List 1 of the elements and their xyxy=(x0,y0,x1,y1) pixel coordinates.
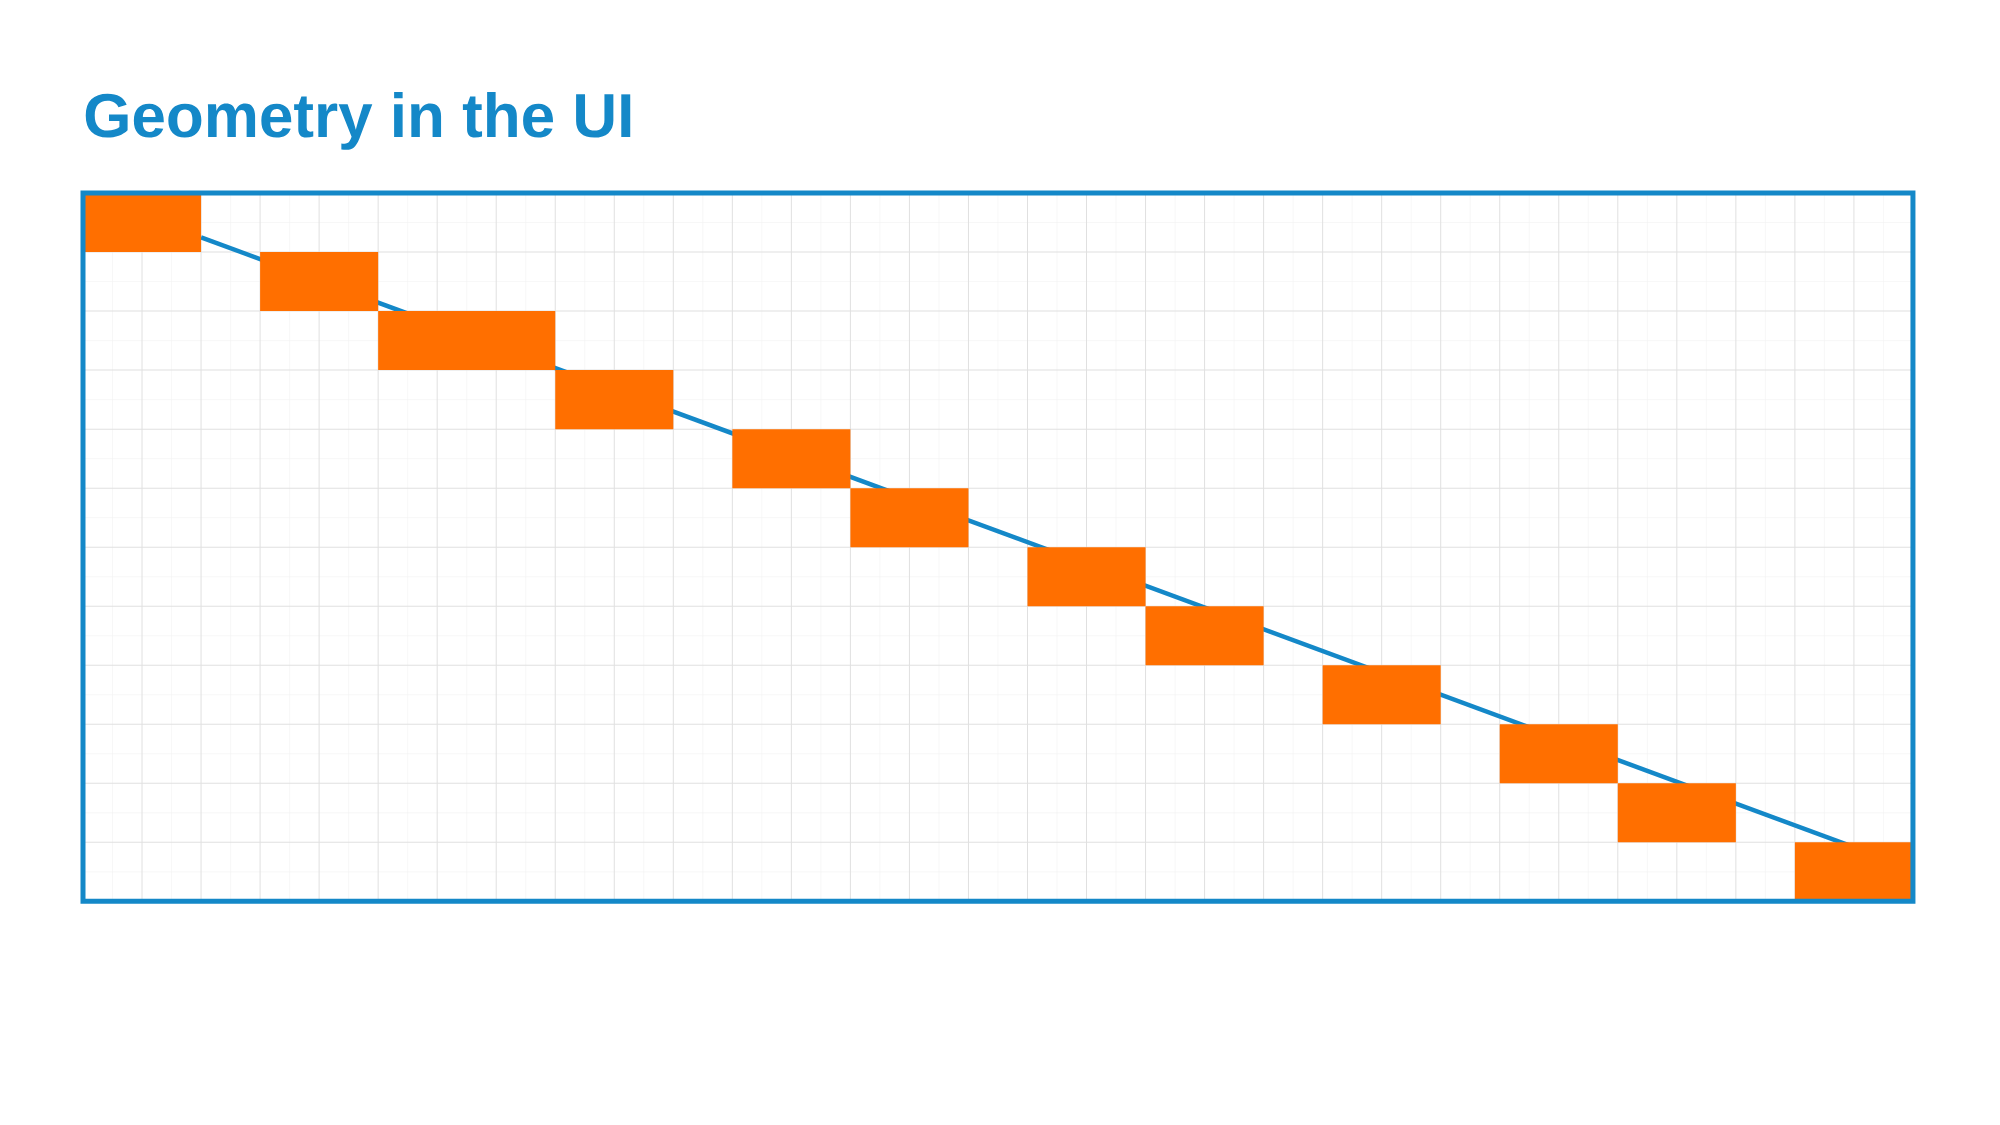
title: Geometry in the UI xyxy=(85,92,631,150)
